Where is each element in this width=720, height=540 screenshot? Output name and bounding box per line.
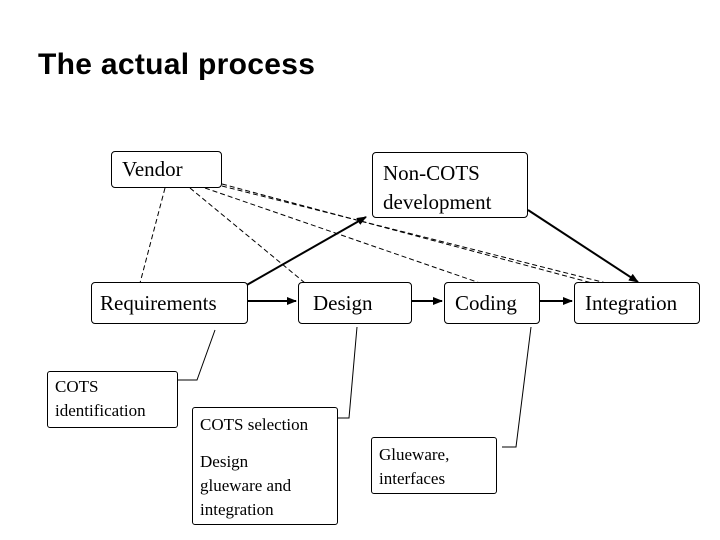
- vendor-box: Vendor: [111, 151, 222, 188]
- vendor-to-integration-dashed-link-b: [221, 185, 607, 284]
- non-cots-development-box: Non-COTS development: [372, 152, 528, 218]
- vendor-to-design-dashed-link: [189, 187, 306, 284]
- requirements-box: Requirements: [91, 282, 248, 324]
- glueware-interfaces-note: Glueware, interfaces: [371, 437, 497, 494]
- glueware-line1: Glueware,: [379, 445, 450, 464]
- design-glueware-line2: glueware and: [200, 476, 292, 495]
- non-cots-label-line1: Non-COTS: [383, 161, 480, 185]
- cots-selection-callout: [338, 326, 358, 419]
- glueware-line2: interfaces: [379, 469, 446, 488]
- vendor-to-requirements-dashed-link: [139, 187, 166, 284]
- integration-box: Integration: [574, 282, 700, 324]
- cots-identification-line2: identification: [55, 401, 146, 420]
- cots-selection-note: COTS selection Design glueware and integ…: [192, 407, 338, 525]
- design-label: Design: [313, 291, 373, 315]
- cots-identification-note: COTS identification: [47, 371, 178, 428]
- requirements-label: Requirements: [100, 291, 217, 315]
- non-cots-to-integration-arrow: [527, 209, 639, 283]
- non-cots-label-line2: development: [383, 190, 492, 214]
- integration-label: Integration: [585, 291, 678, 315]
- coding-label: Coding: [455, 291, 517, 315]
- cots-selection-label: COTS selection: [200, 415, 309, 434]
- glueware-callout: [502, 326, 532, 448]
- design-glueware-line3: integration: [200, 500, 274, 519]
- coding-box: Coding: [444, 282, 540, 324]
- design-glueware-line1: Design: [200, 452, 249, 471]
- requirements-to-non-cots-arrow: [244, 216, 367, 287]
- cots-identification-callout: [178, 329, 216, 381]
- slide-title: The actual process: [38, 48, 316, 81]
- vendor-to-coding-dashed-link: [204, 187, 481, 284]
- vendor-label: Vendor: [122, 157, 183, 181]
- design-box: Design: [298, 282, 412, 324]
- cots-identification-line1: COTS: [55, 377, 99, 396]
